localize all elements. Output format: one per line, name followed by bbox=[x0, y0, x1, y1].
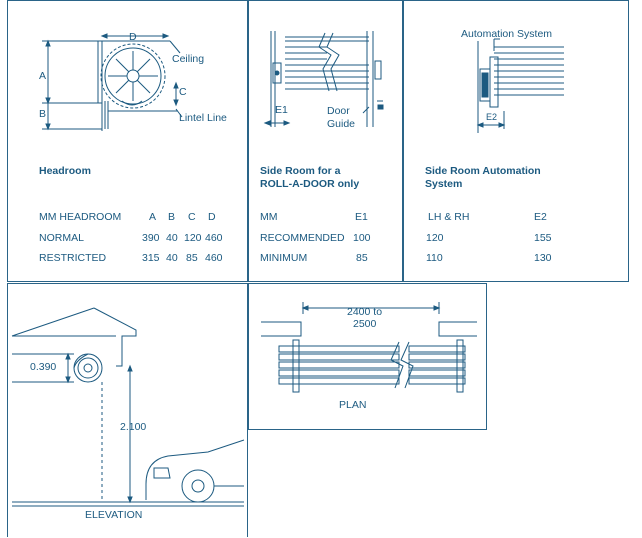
automation-header-e2: E2 bbox=[534, 211, 547, 223]
headroom-row-restricted-b: 40 bbox=[166, 252, 178, 264]
plan-dim-line1: 2400 to bbox=[347, 306, 383, 318]
automation-diagram bbox=[476, 38, 564, 133]
headroom-row-normal-a: 390 bbox=[142, 232, 160, 244]
headroom-row-normal-d: 460 bbox=[205, 232, 223, 244]
side-room-diagram bbox=[263, 31, 384, 127]
plan-caption: PLAN bbox=[339, 399, 367, 411]
automation-header-lhrh: LH & RH bbox=[428, 211, 470, 223]
automation-title-1: Side Room Automation bbox=[425, 165, 541, 177]
headroom-row-restricted-label: RESTRICTED bbox=[39, 252, 107, 264]
elevation-panel: 0.390 2.100 ELEVATION bbox=[7, 283, 248, 537]
headroom-header-d: D bbox=[208, 211, 216, 223]
side-room-row-recommended-label: RECOMMENDED bbox=[260, 232, 345, 244]
automation-panel: Automation System E2 Side Room Automatio… bbox=[403, 0, 629, 282]
elevation-diagram bbox=[11, 307, 245, 507]
automation-row-1-lhrh: 120 bbox=[426, 232, 444, 244]
side-room-row-minimum-label: MINIMUM bbox=[260, 252, 308, 264]
side-room-title-2: ROLL-A-DOOR only bbox=[260, 178, 360, 190]
automation-row-1-e2: 155 bbox=[534, 232, 552, 244]
side-room-panel: E1 Door Guide Side Room for a ROLL-A-DOO… bbox=[248, 0, 403, 282]
headroom-row-restricted-a: 315 bbox=[142, 252, 160, 264]
headroom-row-normal-label: NORMAL bbox=[39, 232, 84, 244]
headroom-row-restricted-c: 85 bbox=[186, 252, 198, 264]
label-b: B bbox=[39, 108, 47, 120]
automation-row-2-lhrh: 110 bbox=[426, 252, 443, 264]
side-room-row-recommended-e1: 100 bbox=[353, 232, 371, 244]
automation-title-2: System bbox=[425, 178, 463, 190]
headroom-title: Headroom bbox=[39, 165, 91, 177]
headroom-header-mm: MM HEADROOM bbox=[39, 211, 122, 223]
side-room-header-e1: E1 bbox=[355, 211, 368, 223]
label-ceiling: Ceiling bbox=[172, 53, 205, 65]
headroom-panel: D Ceiling A C B Lintel Line Headroom MM … bbox=[7, 0, 248, 282]
elevation-dim-height: 2.100 bbox=[120, 421, 147, 433]
label-e1: E1 bbox=[275, 104, 288, 116]
label-e2: E2 bbox=[486, 112, 498, 122]
headroom-header-b: B bbox=[168, 211, 176, 223]
headroom-row-normal-b: 40 bbox=[166, 232, 178, 244]
headroom-row-restricted-d: 460 bbox=[205, 252, 223, 264]
label-a: A bbox=[39, 70, 47, 82]
elevation-dim-top: 0.390 bbox=[30, 361, 57, 373]
label-d: D bbox=[129, 31, 137, 43]
plan-diagram bbox=[261, 302, 477, 393]
side-room-row-minimum-e1: 85 bbox=[356, 252, 368, 264]
side-room-header-mm: MM bbox=[260, 211, 278, 223]
headroom-row-normal-c: 120 bbox=[184, 232, 202, 244]
label-c: C bbox=[179, 86, 187, 98]
plan-panel: 2400 to 2500 PLAN bbox=[248, 283, 487, 430]
plan-dim-line2: 2500 bbox=[353, 318, 377, 330]
label-lintel-line: Lintel Line bbox=[179, 112, 227, 124]
headroom-header-a: A bbox=[149, 211, 157, 223]
headroom-header-c: C bbox=[188, 211, 196, 223]
elevation-caption: ELEVATION bbox=[85, 509, 143, 521]
headroom-diagram bbox=[42, 33, 183, 131]
label-automation-system: Automation System bbox=[461, 28, 553, 40]
label-door-guide-2: Guide bbox=[327, 118, 356, 130]
side-room-title-1: Side Room for a bbox=[260, 165, 341, 177]
label-door-guide-1: Door bbox=[327, 105, 350, 117]
automation-row-2-e2: 130 bbox=[534, 252, 552, 264]
